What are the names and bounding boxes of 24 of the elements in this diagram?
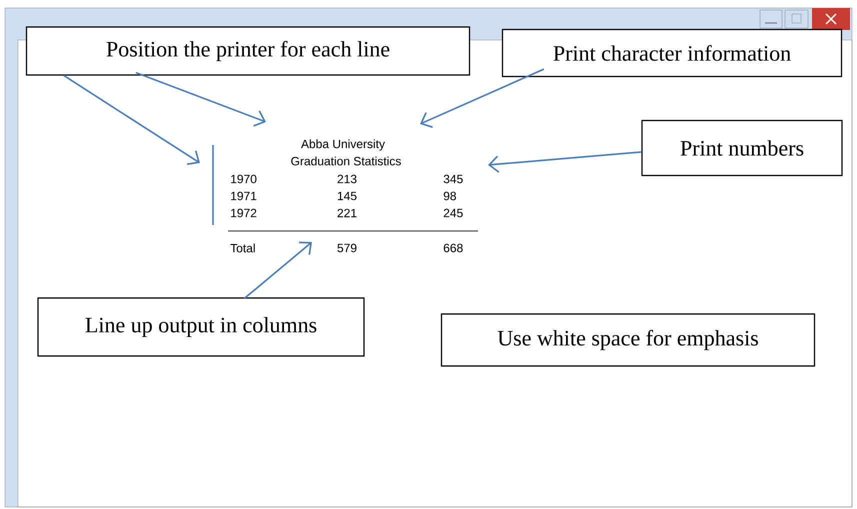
callout-box: Use white space for emphasis (440, 313, 816, 367)
callout-box: Line up output in columns (37, 297, 365, 357)
callout-box: Position the printer for each line (26, 26, 470, 76)
report-title: Abba University (301, 139, 385, 151)
table-cell: 345 (444, 174, 463, 184)
table-cell: 1971 (231, 192, 256, 200)
arrow (63, 74, 200, 166)
arrow (420, 68, 544, 128)
arrow (488, 151, 642, 173)
table-cell: 668 (444, 244, 463, 252)
table-cell: 579 (337, 244, 356, 252)
callout-box: Print character information (502, 28, 842, 78)
table-cell: 98 (444, 192, 456, 200)
table-cell: 1970 (231, 174, 256, 184)
callout-box: Print numbers (641, 120, 843, 176)
arrow (244, 242, 312, 300)
report-title: Graduation Statistics (291, 156, 401, 166)
table-cell: 221 (338, 208, 356, 218)
table-cell: 145 (338, 192, 356, 200)
table-cell: 213 (338, 174, 356, 184)
table-cell: 1972 (231, 208, 256, 218)
table-cell: 245 (444, 208, 463, 218)
arrow (136, 72, 266, 127)
table-cell: Total (230, 244, 255, 252)
